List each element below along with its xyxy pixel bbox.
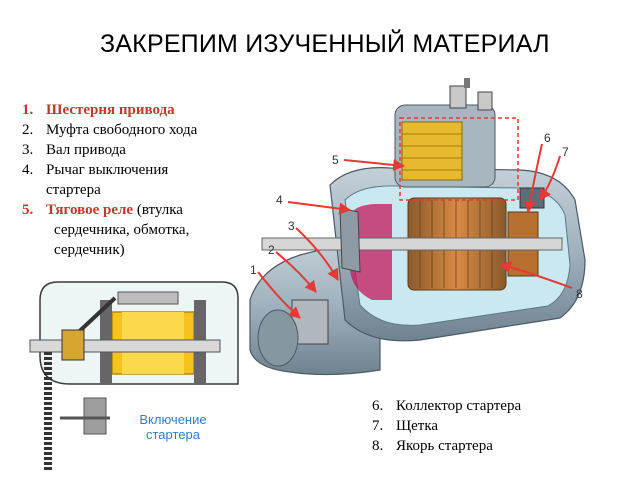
callout-label-2: 2: [268, 243, 275, 257]
callout-label-6: 6: [544, 131, 551, 145]
callout-label-5: 5: [332, 153, 339, 167]
list-item-extra: (втулка: [133, 202, 183, 218]
list-item-number: 7.: [372, 418, 384, 434]
callout-arrow-7: [539, 155, 561, 201]
list-item-number: 3.: [22, 142, 34, 158]
solenoid-winding: [401, 121, 463, 181]
list-item-label: Муфта свободного хода: [46, 122, 198, 138]
list-item: 7. Щетка: [372, 416, 592, 436]
parts-list-left: 1. Шестерня привода 2. Муфта свободного …: [22, 100, 262, 260]
callout-label-8: 8: [576, 287, 583, 301]
callout-arrow-2: [275, 251, 317, 293]
callout-labels: 1 2 3 4 5 6 7 8: [250, 131, 583, 301]
schematic: [29, 281, 239, 470]
caption-line: стартера: [146, 427, 200, 442]
list-item: 1. Шестерня привода: [22, 100, 262, 120]
list-item: 5. Тяговое реле (втулка сердечника, обмо…: [22, 200, 262, 260]
list-item-label: Щетка: [396, 418, 439, 434]
list-item-label: Вал привода: [46, 142, 126, 158]
drive-shaft: [261, 237, 563, 251]
callout-arrow-4: [287, 201, 352, 215]
callout-arrow-5: [343, 158, 406, 171]
callout-arrow-8: [498, 261, 573, 289]
callout-label-1: 1: [250, 263, 257, 277]
schematic-caption: Включение стартера: [128, 412, 218, 442]
callout-arrow-6: [524, 143, 543, 214]
list-item-label: Рычаг выключения: [46, 162, 169, 178]
terminal: [477, 91, 493, 111]
starter-cutaway: [249, 78, 586, 376]
list-item: 3. Вал привода: [22, 140, 262, 160]
list-item-continuation: сердечника, обмотка,: [54, 222, 190, 238]
page-title: ЗАКРЕПИМ ИЗУЧЕННЫЙ МАТЕРИАЛ: [100, 30, 550, 58]
callout-arrow-1: [257, 271, 301, 319]
callout-label-3: 3: [288, 219, 295, 233]
callout-arrow-3: [295, 227, 339, 282]
callout-label-7: 7: [562, 145, 569, 159]
list-item-label: Тяговое реле: [46, 202, 134, 218]
list-item-number: 4.: [22, 162, 34, 178]
list-item-number: 5.: [22, 202, 34, 218]
list-item: 2. Муфта свободного хода: [22, 120, 262, 140]
list-item-number: 2.: [22, 122, 34, 138]
nose-opening: [257, 309, 299, 367]
schematic-pinion: [61, 329, 85, 361]
schematic-shaft: [29, 339, 221, 353]
list-item-label: Коллектор стартера: [396, 398, 522, 414]
list-item-number: 8.: [372, 438, 384, 454]
list-item-continuation: сердечник): [54, 242, 125, 258]
terminal: [449, 85, 467, 109]
list-item: 4. Рычаг выключения стартера: [22, 160, 262, 200]
list-item-number: 6.: [372, 398, 384, 414]
list-item: 6. Коллектор стартера: [372, 396, 592, 416]
caption-line: Включение: [139, 412, 207, 427]
list-item-label: Якорь стартера: [396, 438, 493, 454]
list-item-label: Шестерня привода: [46, 102, 175, 118]
schematic-solenoid: [117, 291, 179, 305]
solenoid-coil-lines: [402, 133, 462, 171]
schematic-crank: [83, 397, 107, 435]
starter-lever: [339, 207, 361, 273]
list-item-continuation: стартера: [46, 182, 101, 198]
drive-end-section: [350, 204, 392, 300]
callout-arrows: [257, 143, 573, 319]
terminal-bolt: [464, 78, 470, 88]
list-item-number: 1.: [22, 102, 34, 118]
callout-label-4: 4: [276, 193, 283, 207]
list-item: 8. Якорь стартера: [372, 436, 592, 456]
parts-list-right: 6. Коллектор стартера 7. Щетка 8. Якорь …: [372, 396, 592, 456]
